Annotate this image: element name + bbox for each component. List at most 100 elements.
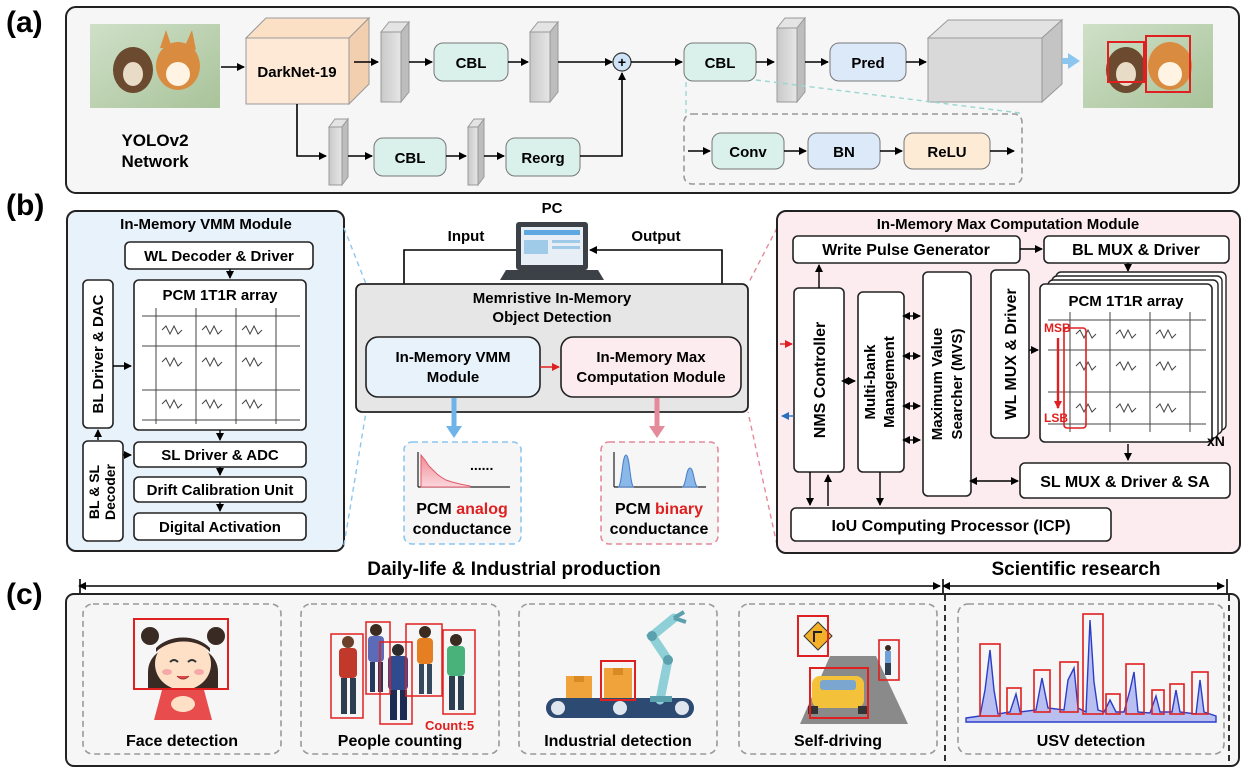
science-label: Scientific research xyxy=(992,559,1161,580)
feature-column-3 xyxy=(328,117,349,187)
xn-label: xN xyxy=(1207,433,1225,449)
darknet-block xyxy=(244,16,371,106)
pc-label: PC xyxy=(542,200,563,217)
face-illustration xyxy=(133,618,229,720)
input-label: Input xyxy=(448,228,485,245)
reorg-label: Reorg xyxy=(521,150,564,167)
analog-box xyxy=(403,441,522,545)
usv-illustration xyxy=(965,613,1217,723)
cbl-expansion-frame xyxy=(683,113,1023,185)
center-max-line2: Computation Module xyxy=(576,369,725,386)
pred-label: Pred xyxy=(851,55,884,72)
multibank-mvs-links xyxy=(902,312,921,444)
daily-label: Daily-life & Industrial production xyxy=(367,559,660,580)
nms-label: NMS Controller xyxy=(812,322,829,438)
vmm-module-title: In-Memory VMM Module xyxy=(120,216,292,233)
cbl-top-label: CBL xyxy=(456,55,487,72)
bn-label: BN xyxy=(833,144,855,161)
multibank-line1: Multi-bank xyxy=(862,344,879,420)
output-dog-image xyxy=(1083,24,1213,108)
binary-caption-line1: PCM binary xyxy=(615,501,703,518)
drift-label: Drift Calibration Unit xyxy=(147,482,294,499)
network-label-line1: YOLOv2 xyxy=(121,131,188,150)
center-vmm-line2: Module xyxy=(427,369,480,386)
center-vmm-line1: In-Memory VMM xyxy=(395,349,510,366)
bl-mux-box xyxy=(1043,235,1230,264)
sl-driver-label: SL Driver & ADC xyxy=(161,447,279,464)
binary-histogram xyxy=(613,452,706,488)
panel-a-frame xyxy=(65,6,1240,194)
binary-caption-line2: conductance xyxy=(610,521,709,538)
relu-label: ReLU xyxy=(927,144,966,161)
max-array-label: PCM 1T1R array xyxy=(1068,293,1184,310)
wl-mux-box xyxy=(990,269,1030,439)
decoder-label-line1: BL & SL xyxy=(86,464,102,519)
network-label-line2: Network xyxy=(121,152,189,171)
light-blue-arrow xyxy=(1062,53,1080,69)
center-max-box xyxy=(560,336,742,398)
app-label-people: People counting xyxy=(338,733,462,750)
multibank-line2: Management xyxy=(881,336,898,428)
analog-down-arrow xyxy=(446,398,462,438)
reorg-block xyxy=(505,137,581,177)
range-arrows xyxy=(78,579,1228,593)
bl-driver-box xyxy=(82,279,114,429)
mvs-line1: Maximum Value xyxy=(929,328,946,441)
msb-lsb-highlight xyxy=(1063,327,1087,429)
feature-column-4 xyxy=(467,117,485,187)
analog-word: analog xyxy=(456,501,508,518)
feature-column-1 xyxy=(379,20,411,104)
activation-label: Digital Activation xyxy=(159,519,281,536)
sl-mux-label: SL MUX & Driver & SA xyxy=(1040,474,1210,491)
max-crossbar-grid xyxy=(1048,312,1206,432)
center-max-line1: In-Memory Max xyxy=(596,349,706,366)
center-title-line2: Object Detection xyxy=(492,309,611,326)
cbl-bottom-label: CBL xyxy=(395,150,426,167)
app-card-usv xyxy=(957,603,1225,755)
plus-label: + xyxy=(618,54,626,70)
feature-column-5 xyxy=(775,16,807,104)
vmm-array-label: PCM 1T1R array xyxy=(162,287,278,304)
conv-label: Conv xyxy=(729,144,767,161)
analog-dots: ...... xyxy=(470,457,493,473)
bl-driver-label: BL Driver & DAC xyxy=(90,294,107,413)
center-vmm-box xyxy=(365,336,541,398)
bl-mux-label: BL MUX & Driver xyxy=(1072,242,1200,259)
industrial-illustration xyxy=(546,610,694,718)
wl-decoder-box xyxy=(124,241,314,270)
binary-down-arrow xyxy=(649,398,665,438)
icp-label: IoU Computing Processor (ICP) xyxy=(831,518,1070,535)
activation-box xyxy=(133,512,307,541)
center-title-line1: Memristive In-Memory xyxy=(473,290,632,307)
lsb-label: LSB xyxy=(1044,411,1068,425)
sl-mux-box xyxy=(1019,462,1231,499)
analog-histogram xyxy=(417,452,510,488)
analog-caption-line2: conductance xyxy=(413,521,512,538)
decoder-label-line2: Decoder xyxy=(102,463,118,520)
vmm-crossbar-grid xyxy=(142,308,300,424)
analog-caption-line1: PCM analog xyxy=(416,501,508,518)
mvs-box xyxy=(922,271,972,497)
feature-column-2 xyxy=(528,20,560,104)
count-label: Count:5 xyxy=(425,718,474,733)
decoder-box xyxy=(82,440,124,542)
app-label-usv: USV detection xyxy=(1037,733,1145,750)
icp-box xyxy=(790,507,1112,542)
app-label-industrial: Industrial detection xyxy=(544,733,692,750)
app-label-selfdriving: Self-driving xyxy=(794,733,882,750)
cbl-after-label: CBL xyxy=(705,55,736,72)
output-label: Output xyxy=(631,228,680,245)
darknet-label: DarkNet-19 xyxy=(257,64,336,81)
selfdriving-illustration xyxy=(797,615,908,724)
msb-label: MSB xyxy=(1044,321,1071,335)
multibank-box xyxy=(857,291,905,473)
wl-mux-label: WL MUX & Driver xyxy=(1003,288,1020,419)
panel-label-a: (a) xyxy=(6,6,43,39)
panel-label-b: (b) xyxy=(6,189,44,222)
binary-word: binary xyxy=(655,501,703,518)
app-label-face: Face detection xyxy=(126,733,238,750)
output-tensor-block xyxy=(926,18,1064,104)
max-module-title: In-Memory Max Computation Module xyxy=(877,216,1140,233)
people-illustration xyxy=(330,621,476,725)
